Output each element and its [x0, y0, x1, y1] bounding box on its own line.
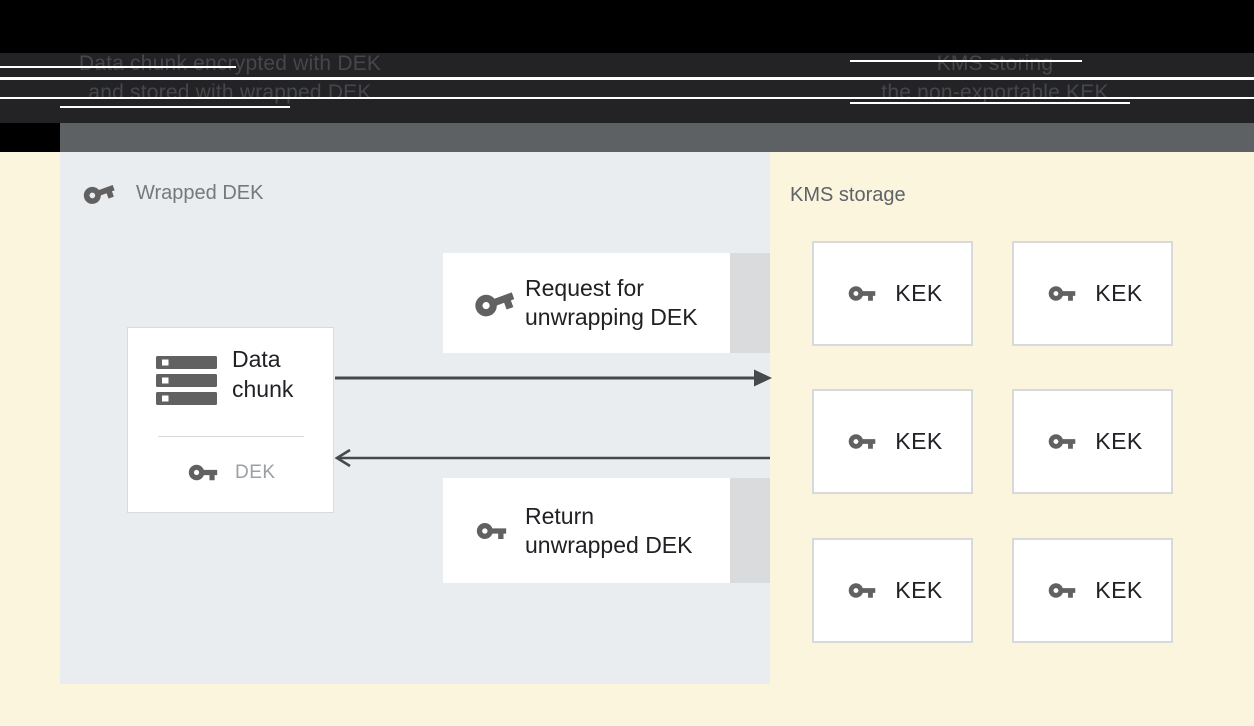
data-chunk-label-line2: chunk — [232, 376, 294, 402]
dek-label: DEK — [235, 462, 276, 483]
return-line1: Return — [525, 503, 595, 529]
glitch-stripe — [0, 77, 1254, 80]
glitched-header: Data chunk encrypted with DEK and stored… — [0, 0, 1254, 152]
request-arrow — [335, 369, 772, 387]
glitch-stripe — [60, 106, 290, 108]
wrapped-key-icon — [466, 275, 523, 331]
kek-box: KEK — [812, 241, 973, 346]
request-line2: unwrapping DEK — [525, 304, 698, 330]
request-box-tab — [730, 253, 770, 353]
kek-label: KEK — [1095, 577, 1143, 603]
kms-storage-label: KMS storage — [790, 184, 906, 206]
kek-box: KEK — [1012, 389, 1173, 494]
return-line2: unwrapped DEK — [525, 532, 693, 558]
kek-box: KEK — [812, 389, 973, 494]
caption-right-line1: KMS storing — [936, 52, 1054, 75]
key-icon — [842, 576, 882, 605]
request-box: Request for unwrapping DEK — [443, 253, 730, 353]
kek-label: KEK — [895, 577, 943, 603]
return-box-tab — [730, 478, 770, 583]
kek-box: KEK — [1012, 241, 1173, 346]
data-chunk-label: Data chunk — [232, 344, 293, 404]
divider — [158, 436, 304, 437]
glitch-stripe — [850, 102, 1130, 104]
key-icon — [1042, 279, 1082, 308]
glitch-stripe — [0, 97, 1254, 99]
request-line1: Request for — [525, 275, 644, 301]
data-chunk-label-line1: Data — [232, 346, 281, 372]
key-icon — [469, 515, 514, 547]
glitch-stripe — [850, 60, 1082, 62]
wrapped-dek-label: Wrapped DEK — [136, 181, 264, 204]
caption-band — [0, 53, 1254, 123]
key-icon — [1042, 576, 1082, 605]
key-icon — [1042, 427, 1082, 456]
kek-label: KEK — [895, 280, 943, 306]
kek-box: KEK — [812, 538, 973, 643]
data-chunk-box: Data chunk DEK — [127, 327, 334, 513]
kek-label: KEK — [1095, 428, 1143, 454]
caption-left-line2: and stored with wrapped DEK — [88, 81, 372, 104]
gray-strip — [60, 123, 1254, 152]
server-stack-icon — [156, 356, 217, 405]
return-box-label: Return unwrapped DEK — [525, 502, 693, 560]
kek-label: KEK — [1095, 280, 1143, 306]
glitch-stripe — [0, 66, 236, 68]
return-box: Return unwrapped DEK — [443, 478, 730, 583]
wrapped-dek-header: Wrapped DEK — [78, 176, 263, 210]
caption-left-line1: Data chunk encrypted with DEK — [78, 52, 382, 75]
kek-box: KEK — [1012, 538, 1173, 643]
kek-label: KEK — [895, 428, 943, 454]
wrapped-key-icon — [73, 170, 124, 216]
key-icon — [842, 427, 882, 456]
request-box-label: Request for unwrapping DEK — [525, 274, 698, 332]
key-icon — [842, 279, 882, 308]
return-arrow — [334, 448, 770, 468]
dek-key-icon — [182, 457, 224, 488]
